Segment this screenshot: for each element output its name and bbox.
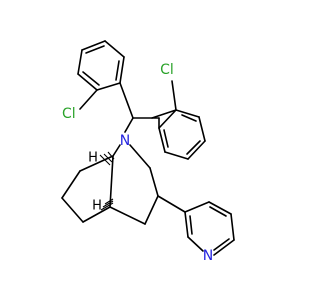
chlorine-atom-right: Cl — [160, 62, 174, 78]
tropane-bicyclic-core — [61, 144, 159, 225]
chlorine-atom-left: Cl — [62, 106, 76, 122]
right-cl-bond — [171, 80, 177, 111]
nitrogen-atom-bridge: N — [120, 133, 130, 149]
nitrogen-atom-pyridine: N — [203, 248, 213, 264]
pyridine-ring — [184, 201, 235, 256]
left-chlorophenyl-ring — [77, 40, 125, 91]
hydrogen-atom-lower: H — [92, 199, 102, 214]
right-chlorophenyl-ring — [151, 109, 206, 160]
molecule-structure-diagram: Cl Cl N N H H — [61, 40, 235, 264]
left-cl-bond — [79, 89, 98, 110]
hydrogen-atom-upper: H — [88, 151, 98, 166]
central-methine-bonds — [119, 82, 160, 133]
stereo-hash-upper — [99, 151, 115, 166]
pyridyl-link-bond — [157, 195, 186, 213]
stereo-hash-lower — [100, 198, 114, 211]
